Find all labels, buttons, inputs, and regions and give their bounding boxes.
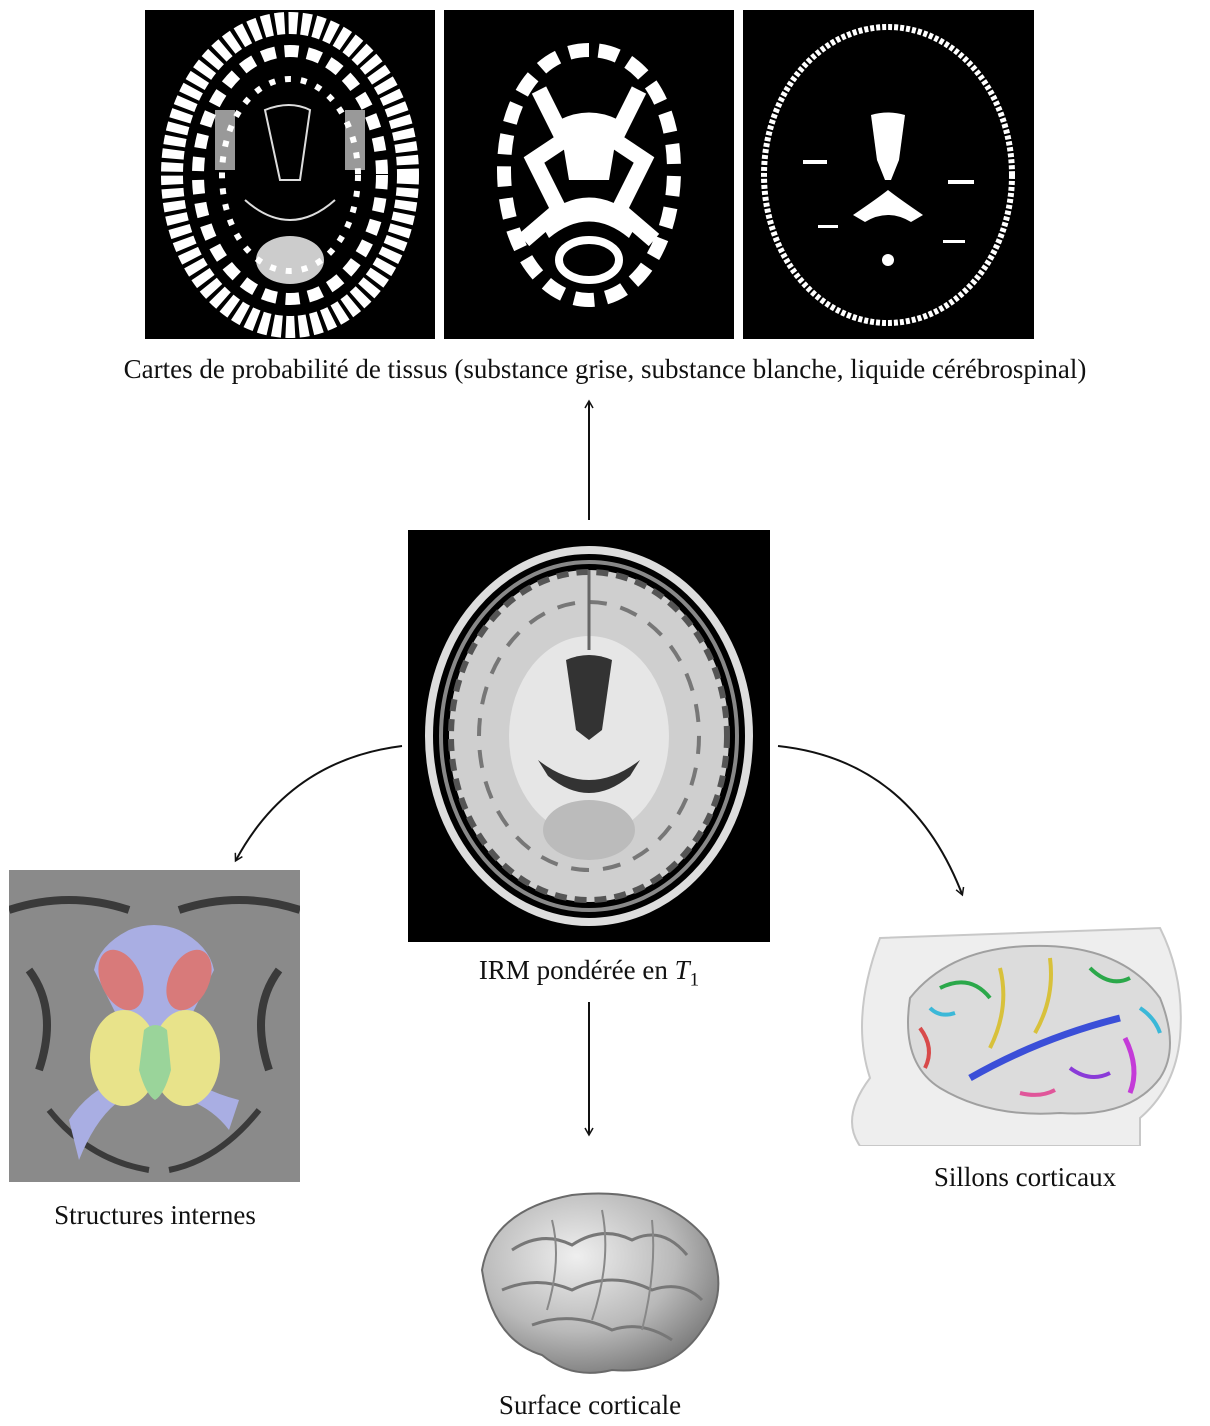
cortical-sulci-image <box>840 918 1200 1146</box>
white-matter-map <box>444 10 734 339</box>
tissue-maps-caption: Cartes de probabilité de tissus (substan… <box>0 354 1210 385</box>
t1-caption-variable: T <box>675 955 690 985</box>
csf-map <box>743 10 1034 339</box>
gray-matter-map <box>145 10 435 339</box>
t1-caption-text: IRM pondérée en <box>479 955 675 985</box>
arrow-to-internal-structures <box>236 746 402 860</box>
t1-mri-image <box>408 530 770 942</box>
cortical-surface-caption: Surface corticale <box>390 1390 790 1421</box>
cortical-sulci-caption: Sillons corticaux <box>870 1162 1180 1193</box>
cortical-surface-image <box>452 1180 732 1385</box>
internal-structures-caption: Structures internes <box>0 1200 310 1231</box>
t1-mri-caption: IRM pondérée en T1 <box>408 955 770 991</box>
internal-structures-image <box>9 870 300 1182</box>
arrow-to-cortical-sulci <box>778 746 962 894</box>
t1-caption-subscript: 1 <box>690 969 700 990</box>
